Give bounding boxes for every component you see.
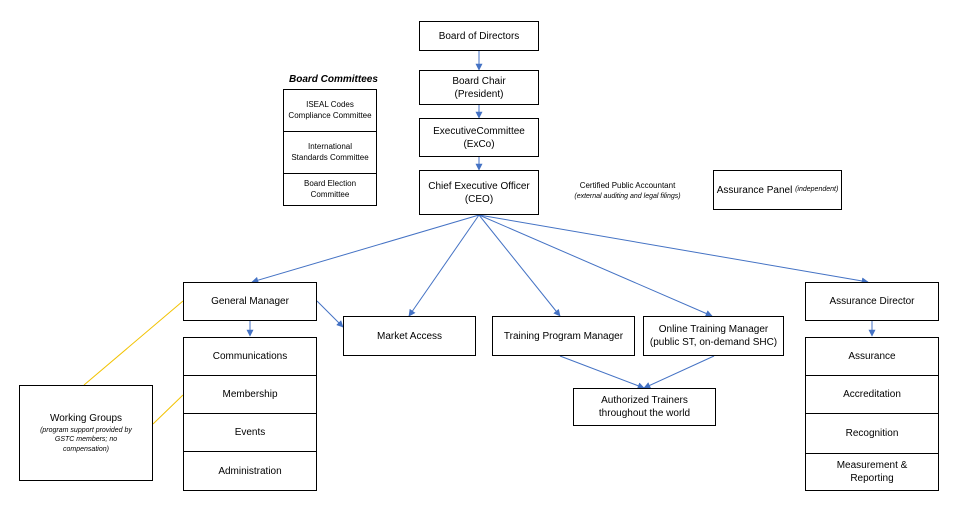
ceo-box: Chief Executive Officer (CEO): [419, 170, 539, 215]
committee-iseal: ISEAL Codes Compliance Committee: [283, 89, 377, 132]
committee-board-election: Board Election Committee: [283, 173, 377, 206]
arrow-ceo-to-assurance: [478, 214, 869, 285]
arrow-training-to-trainers: [559, 355, 645, 390]
committee-international-standards: International Standards Committee: [283, 131, 377, 174]
training-program-manager-box: Training Program Manager: [492, 316, 635, 356]
assurance-director-box: Assurance Director: [805, 282, 939, 321]
gm-unit-communications: Communications: [183, 337, 317, 376]
cpa-box: Certified Public Accountant (external au…: [566, 172, 689, 210]
authorized-trainers-box: Authorized Trainers throughout the world: [573, 388, 716, 426]
arrow-online-to-trainers: [643, 355, 715, 389]
assurance-panel-box: Assurance Panel (independent): [713, 170, 842, 210]
ad-unit-measurement-reporting: Measurement & Reporting: [805, 453, 939, 491]
executive-committee-box: ExecutiveCommittee (ExCo): [419, 118, 539, 157]
board-chair-box: Board Chair (President): [419, 70, 539, 105]
online-training-manager-box: Online Training Manager (public ST, on-d…: [643, 316, 784, 356]
market-access-box: Market Access: [343, 316, 476, 356]
wg-line-membership: [152, 394, 184, 425]
ad-unit-recognition: Recognition: [805, 413, 939, 454]
working-groups-box: Working Groups (program support provided…: [19, 385, 153, 481]
arrow-ceo-to-training: [478, 214, 561, 317]
gm-unit-administration: Administration: [183, 451, 317, 491]
arrow-ceo-to-online: [478, 214, 713, 317]
board-of-directors-box: Board of Directors: [419, 21, 539, 51]
board-committees-heading: Board Committees: [289, 74, 378, 85]
general-manager-box: General Manager: [183, 282, 317, 321]
ad-unit-accreditation: Accreditation: [805, 375, 939, 414]
ad-unit-assurance: Assurance: [805, 337, 939, 376]
arrow-gm-to-market: [316, 300, 344, 328]
wg-line-gm: [83, 300, 184, 386]
arrow-ceo-to-market: [408, 214, 480, 317]
gm-unit-membership: Membership: [183, 375, 317, 414]
arrow-ceo-to-gm: [251, 214, 480, 284]
gm-unit-events: Events: [183, 413, 317, 452]
